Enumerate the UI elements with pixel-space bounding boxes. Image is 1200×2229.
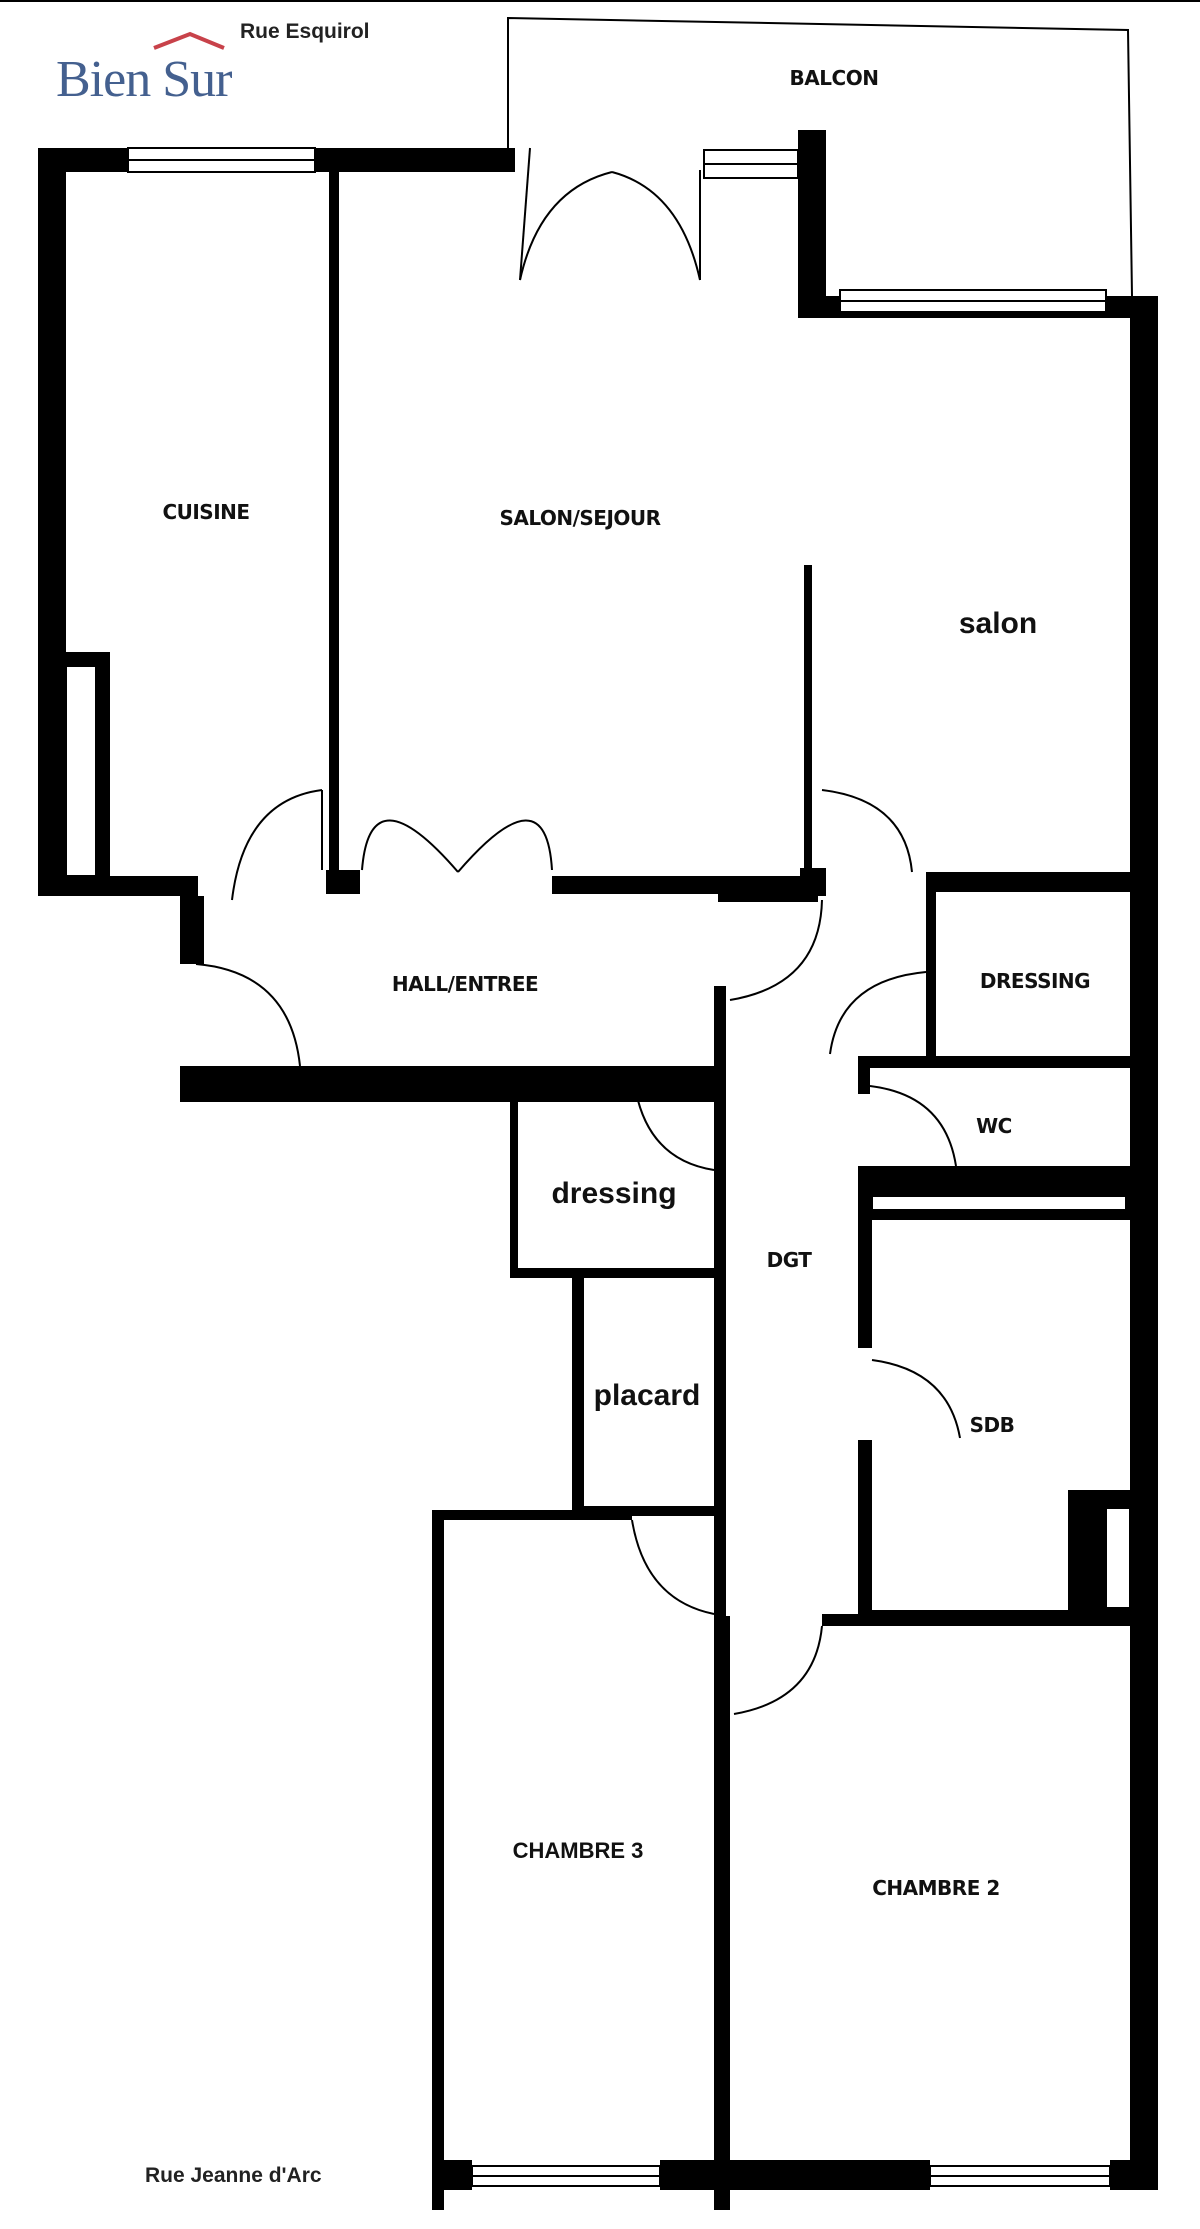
room-sdb: SDB <box>969 1413 1015 1437</box>
room-chambre-2: CHAMBRE 2 <box>872 1876 1000 1900</box>
room-chambre-3: CHAMBRE 3 <box>512 1838 644 1863</box>
room-balcon: BALCON <box>789 66 879 90</box>
brand-name: Bien Sur <box>56 51 232 108</box>
brand-logo: Bien Sur <box>52 30 242 110</box>
room-dressing-lower: dressing <box>551 1177 677 1210</box>
room-dressing-upper: DRESSING <box>979 969 1091 993</box>
room-salon-sejour: SALON/SEJOUR <box>499 506 661 530</box>
room-hall-entree: HALL/ENTREE <box>391 972 539 996</box>
room-placard: placard <box>593 1379 701 1412</box>
room-cuisine: CUISINE <box>162 500 250 524</box>
doors <box>195 147 961 1715</box>
street-bottom: Rue Jeanne d'Arc <box>145 2164 322 2187</box>
room-dgt: DGT <box>766 1248 812 1272</box>
balcony-outline <box>507 16 1133 297</box>
windows <box>65 147 1131 2187</box>
street-top: Rue Esquirol <box>240 20 370 43</box>
room-salon: salon <box>958 607 1038 640</box>
logo-roof-icon <box>153 31 225 50</box>
room-wc: WC <box>976 1114 1012 1138</box>
